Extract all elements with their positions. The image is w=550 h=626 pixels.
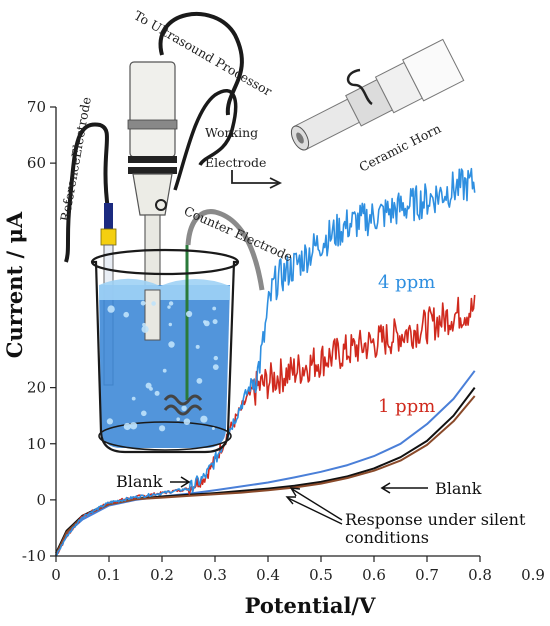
- annotation-blank-left: Blank: [116, 472, 163, 491]
- bubble: [159, 425, 166, 432]
- horn-cable: [346, 68, 373, 106]
- bubble: [151, 301, 156, 306]
- label-reference-electrode: ReferenceElectrode: [57, 96, 94, 223]
- bubble: [140, 300, 146, 306]
- y-tick-label: -10: [22, 547, 46, 565]
- bubble: [168, 301, 174, 306]
- cell-illustration: To Ultrasound Processor ReferenceElectro…: [57, 8, 465, 454]
- label-working-2: Electrode: [205, 155, 266, 170]
- y-tick-label: 70: [27, 98, 46, 116]
- label-working-1: Working: [205, 125, 258, 140]
- bubble: [106, 418, 113, 425]
- bubble: [123, 311, 129, 318]
- bubble: [107, 305, 115, 313]
- x-tick-label: 0.7: [415, 566, 439, 584]
- probe-band-2: [128, 156, 177, 163]
- bubble: [129, 422, 138, 430]
- label-counter-electrode: Counter Electrode: [182, 203, 295, 264]
- bubble: [183, 418, 191, 426]
- y-tick-label: 20: [27, 379, 46, 397]
- annotation-4ppm: 4 ppm: [378, 272, 435, 293]
- x-tick-label: 0.5: [309, 566, 333, 584]
- bubble: [176, 417, 180, 422]
- bubble: [131, 396, 136, 401]
- beaker-rim: [90, 248, 240, 276]
- y-tick-label: 0: [36, 491, 46, 509]
- bubble: [203, 320, 210, 327]
- x-tick-label: 0.8: [468, 566, 492, 584]
- bubble: [142, 322, 146, 327]
- working-electrode-clip: [155, 199, 167, 211]
- plot-curves: [55, 167, 476, 557]
- bubble: [167, 305, 171, 309]
- beaker-base: [98, 421, 232, 451]
- bubbles: [106, 300, 219, 432]
- y-tick-label: 60: [27, 154, 46, 172]
- bubble: [145, 382, 152, 389]
- working-cable: [173, 89, 238, 191]
- bubble: [154, 390, 160, 396]
- working-electrode-arrow: [231, 170, 278, 184]
- annotation-silent-2: conditions: [345, 528, 429, 547]
- probe-band-3: [128, 167, 177, 174]
- bubble: [168, 322, 172, 327]
- x-ticks: 0 0.1 0.2 0.3 0.4 0.5 0.6 0.7 0.8 0.9: [51, 556, 545, 584]
- x-tick-label: 0.2: [150, 566, 174, 584]
- probe-tip-submerged: [144, 289, 161, 341]
- bubble: [212, 364, 219, 370]
- beaker-foam: [99, 278, 230, 300]
- bubble: [162, 368, 167, 373]
- x-tick-label: 0.3: [203, 566, 227, 584]
- annotation-1ppm: 1 ppm: [378, 396, 435, 417]
- bubble: [168, 341, 175, 348]
- working-electrode-arrowhead: [269, 177, 283, 189]
- x-tick-label: 0.9: [521, 566, 545, 584]
- arrow-blank-right: [380, 482, 428, 494]
- series-line-2: [55, 370, 476, 557]
- bubble: [141, 410, 147, 417]
- bubble: [211, 427, 215, 430]
- reference-electrode-cap: [104, 203, 113, 229]
- bubble: [212, 319, 218, 325]
- beaker-liquid: [99, 285, 230, 448]
- bubble: [141, 325, 149, 333]
- x-tick-label: 0.6: [362, 566, 386, 584]
- ceramic-horn: [290, 38, 465, 151]
- arrow-silent-1: [289, 487, 343, 521]
- probe-band-1: [127, 119, 178, 130]
- bubble: [181, 405, 187, 411]
- y-axis-title: Current / μA: [2, 211, 27, 358]
- bubble: [212, 306, 217, 311]
- axes: 0 0.1 0.2 0.3 0.4 0.5 0.6 0.7 0.8 0.9 -10 0 10 20 60 7…: [22, 98, 545, 584]
- counter-cable: [185, 209, 265, 291]
- chart-annotations: 4 ppm 1 ppm Blank Blank Response under s…: [116, 272, 526, 547]
- reference-cable: [64, 122, 110, 263]
- x-tick-label: 0.4: [256, 566, 280, 584]
- probe-top: [129, 61, 176, 158]
- arrow-blank-left: [170, 476, 191, 488]
- bubble: [195, 344, 200, 349]
- annotation-silent-1: Response under silent: [345, 510, 526, 529]
- arrow-silent-2: [285, 496, 343, 525]
- x-axis-title: Potential/V: [245, 593, 376, 618]
- bubble: [213, 355, 218, 361]
- reference-electrode-yellow: [100, 228, 117, 246]
- label-ceramic-horn: Ceramic Horn: [357, 121, 444, 175]
- counter-electrode-coil: [163, 394, 203, 416]
- bubble: [186, 310, 193, 318]
- series-line-0: [55, 167, 476, 557]
- bubble: [196, 378, 203, 384]
- probe-taper: [132, 173, 173, 216]
- y-ticks: -10 0 10 20 60 70: [22, 98, 56, 565]
- beaker-outline: [92, 260, 238, 454]
- x-tick-label: 0: [51, 566, 61, 584]
- y-tick-label: 10: [27, 435, 46, 453]
- annotation-blank-right: Blank: [435, 479, 482, 498]
- bubble: [200, 415, 208, 423]
- bubble: [123, 422, 131, 431]
- x-tick-label: 0.1: [97, 566, 121, 584]
